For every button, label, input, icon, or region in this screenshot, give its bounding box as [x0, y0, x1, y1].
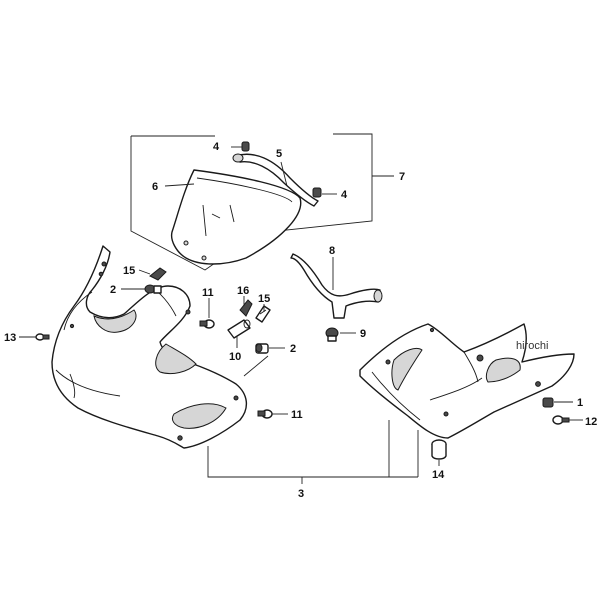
grommet [325, 327, 339, 342]
callout-13: 13 [4, 332, 16, 344]
collar-2-left [144, 284, 162, 294]
callout-2-left: 2 [110, 284, 116, 296]
leader-5 [280, 161, 288, 187]
assembly-bracket-3 [207, 420, 419, 484]
callout-6: 6 [152, 181, 158, 193]
callout-4-upper: 4 [213, 141, 220, 153]
leader-to-cowl [243, 355, 269, 377]
callout-16: 16 [237, 285, 249, 297]
callout-8: 8 [329, 245, 335, 257]
upper-cowl [51, 245, 247, 449]
clip-16 [239, 299, 253, 317]
callout-15-right: 15 [258, 293, 270, 305]
collar-2-right [255, 343, 269, 354]
callout-1: 1 [577, 397, 583, 409]
clip-15-left [149, 267, 167, 281]
callout-4-lower: 4 [341, 189, 348, 201]
lower-cowl [359, 323, 575, 439]
leader-6 [164, 183, 195, 187]
well-nut-lower [312, 187, 322, 198]
meter-stay [290, 253, 383, 319]
callout-10: 10 [229, 351, 241, 363]
callout-12: 12 [585, 416, 597, 428]
bolt-11-lower [257, 409, 273, 419]
clip-1 [542, 397, 554, 408]
windscreen [170, 169, 302, 265]
grommet-14 [431, 439, 447, 460]
clip-15-right [255, 305, 271, 323]
callout-9: 9 [360, 328, 366, 340]
callout-3: 3 [298, 488, 304, 500]
screw-13 [35, 333, 50, 341]
callout-15-left: 15 [123, 265, 135, 277]
watermark-text: hirochi [516, 340, 548, 352]
callout-5: 5 [276, 148, 282, 160]
screen-stay [232, 153, 319, 207]
callout-11-lower: 11 [291, 409, 303, 421]
callout-11-upper: 11 [202, 287, 214, 299]
bolt-11-upper [199, 319, 215, 329]
callout-7: 7 [399, 171, 405, 183]
well-nut-upper [241, 141, 250, 152]
spacer-10 [227, 319, 251, 339]
leader-15a [138, 269, 151, 275]
callout-14: 14 [432, 469, 445, 481]
callout-2-right: 2 [290, 343, 296, 355]
screw-12 [552, 415, 570, 425]
